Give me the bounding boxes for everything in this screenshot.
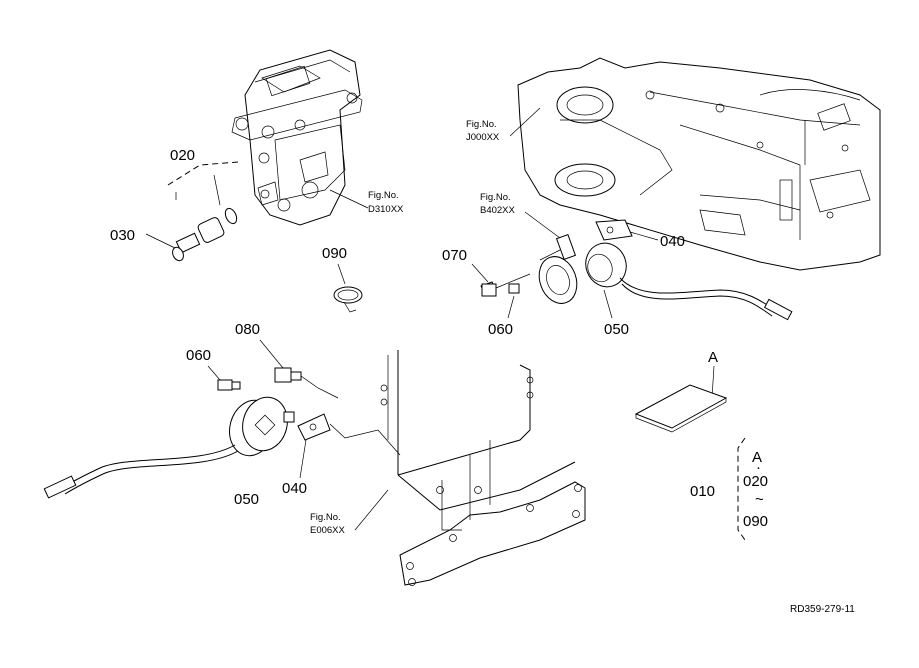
part-050-horn-right (538, 233, 793, 321)
fig-ref-j000-code: J000XX (466, 132, 500, 143)
fig-ref-b402-label: Fig.No. (480, 192, 511, 203)
part-070-bolt (480, 273, 531, 297)
kit-item-a: A (752, 449, 762, 466)
fig-ref-e006-label: Fig.No. (310, 512, 341, 523)
callout-010: 010 (690, 483, 715, 500)
frame-lower (380, 350, 586, 586)
callout-070: 070 (442, 247, 467, 264)
frame-upper-right (517, 57, 881, 271)
kit-item-020: 020 (743, 473, 768, 490)
part-060-nut-right (508, 283, 520, 294)
control-valve-assembly (231, 49, 363, 226)
part-040-bracket-right (595, 219, 633, 241)
part-040-bracket-left (297, 413, 331, 441)
part-060-nut-left (217, 379, 241, 391)
callout-080: 080 (235, 321, 260, 338)
callout-a-pouch: A (708, 349, 718, 366)
fig-ref-e006-code: E006XX (310, 525, 346, 536)
callout-040-left: 040 (282, 480, 307, 497)
part-080-bolt (274, 367, 339, 399)
callout-050-right: 050 (604, 321, 629, 338)
callout-050-left: 050 (234, 491, 259, 508)
kit-item-090: 090 (743, 513, 768, 530)
part-030-pressure-switch (172, 207, 238, 262)
fig-ref-j000-label: Fig.No. (466, 119, 497, 130)
fig-ref-d310-label: Fig.No. (368, 190, 399, 201)
callout-060-right: 060 (488, 321, 513, 338)
callout-030: 030 (110, 227, 135, 244)
drawing-code: RD359-279-11 (790, 604, 855, 615)
callout-020: 020 (170, 147, 195, 164)
pouch-a (634, 384, 728, 433)
kit-tilde: ~ (755, 491, 764, 508)
part-090-clamp (333, 286, 363, 313)
part-050-horn-left (43, 396, 295, 499)
callout-090: 090 (322, 245, 347, 262)
kit-dot: · (756, 459, 761, 476)
fig-ref-b402-code: B402XX (480, 205, 516, 216)
fig-ref-d310-code: D310XX (368, 204, 404, 215)
callout-060-left: 060 (186, 347, 211, 364)
callout-040-right: 040 (660, 233, 685, 250)
